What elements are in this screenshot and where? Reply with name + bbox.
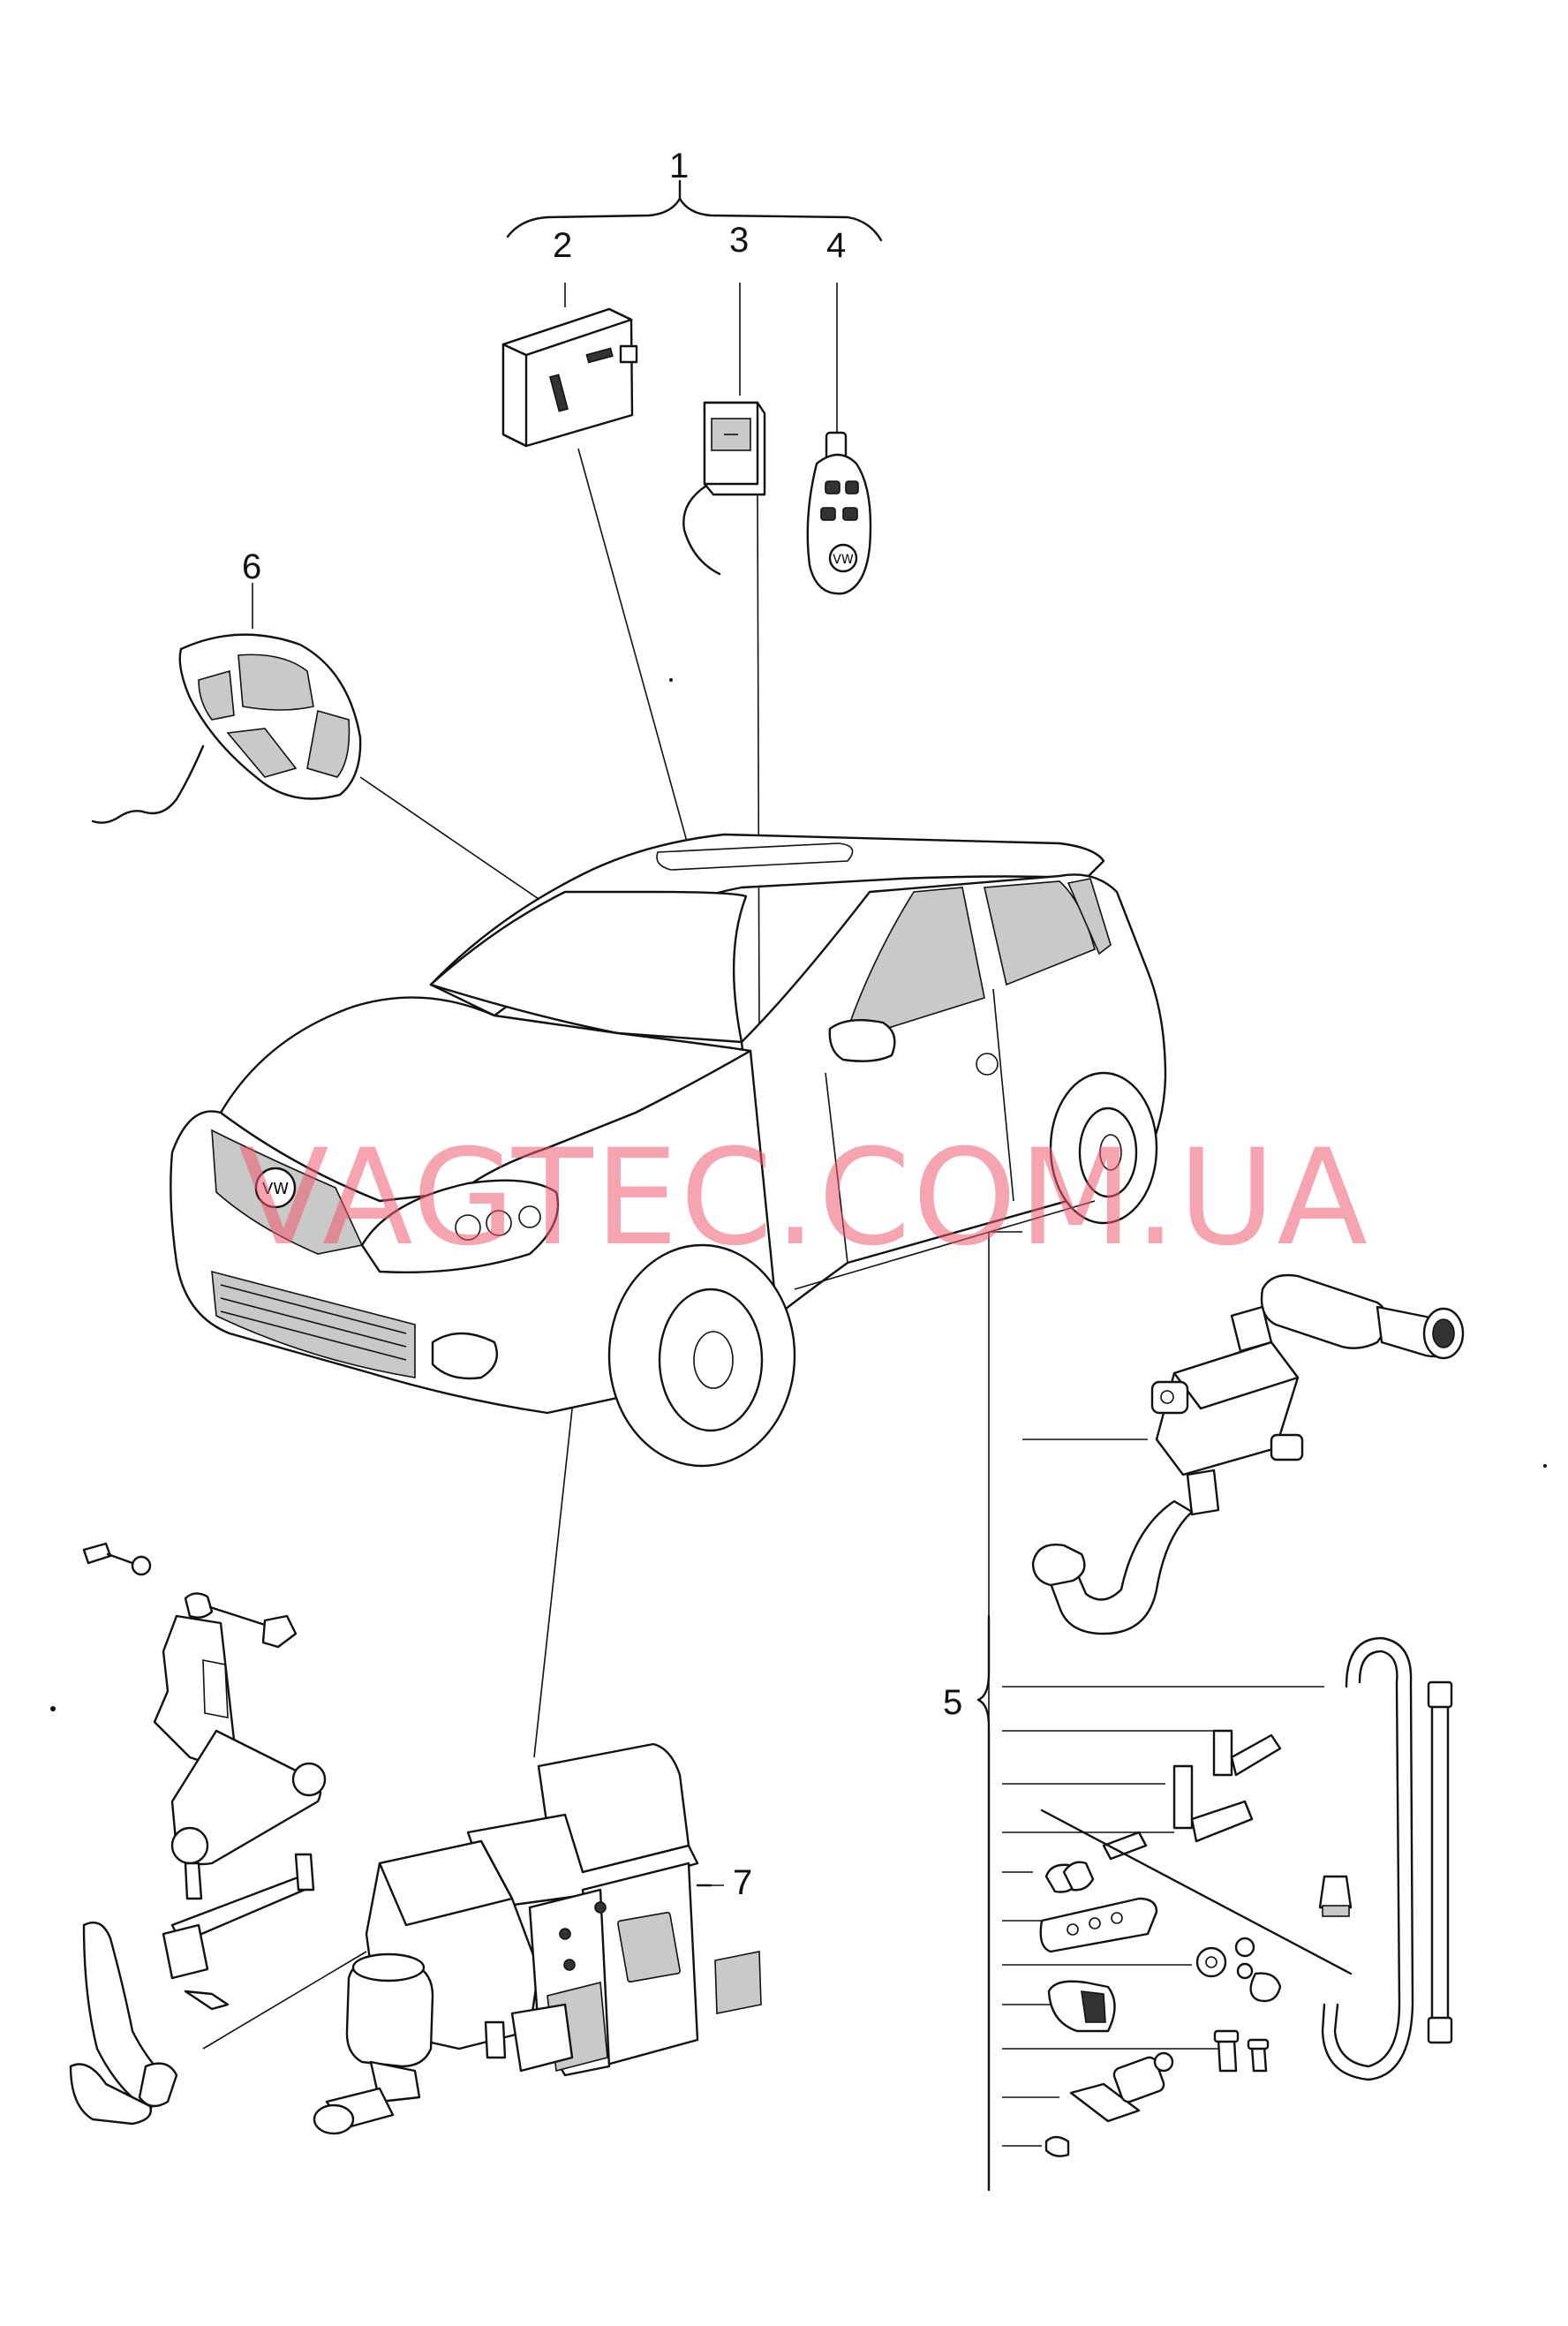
- fuel-filter-assembly: [1022, 1273, 1465, 1635]
- dot-marker: [669, 678, 673, 682]
- callout-5: 5: [943, 1683, 963, 1722]
- callout-3: 3: [729, 221, 750, 260]
- hose-icon: [1039, 1636, 1453, 2157]
- control-unit-icon: [501, 283, 638, 448]
- receiver-module-icon: [682, 283, 766, 576]
- dot-marker: [50, 1706, 56, 1711]
- leader-heater-hose: [202, 1951, 367, 2050]
- bracket-icon: [69, 1542, 327, 2126]
- car-illustration: VW: [170, 833, 1167, 1468]
- remote-key-icon: VW: [806, 283, 872, 595]
- dot-marker: [1543, 1464, 1547, 1468]
- group-1-bracket: [506, 179, 883, 242]
- heater-unit-icon: [313, 1742, 762, 2135]
- svg-text:VW: VW: [833, 553, 854, 567]
- callout-2: 2: [553, 226, 573, 265]
- group-5-bracket: [976, 1614, 1324, 2192]
- callout-6: 6: [242, 548, 262, 586]
- antenna-icon: [91, 583, 362, 824]
- svg-text:VW: VW: [262, 1180, 289, 1198]
- callout-1: 1: [669, 147, 690, 185]
- callout-7: 7: [733, 1863, 753, 1902]
- callout-4: 4: [826, 226, 847, 265]
